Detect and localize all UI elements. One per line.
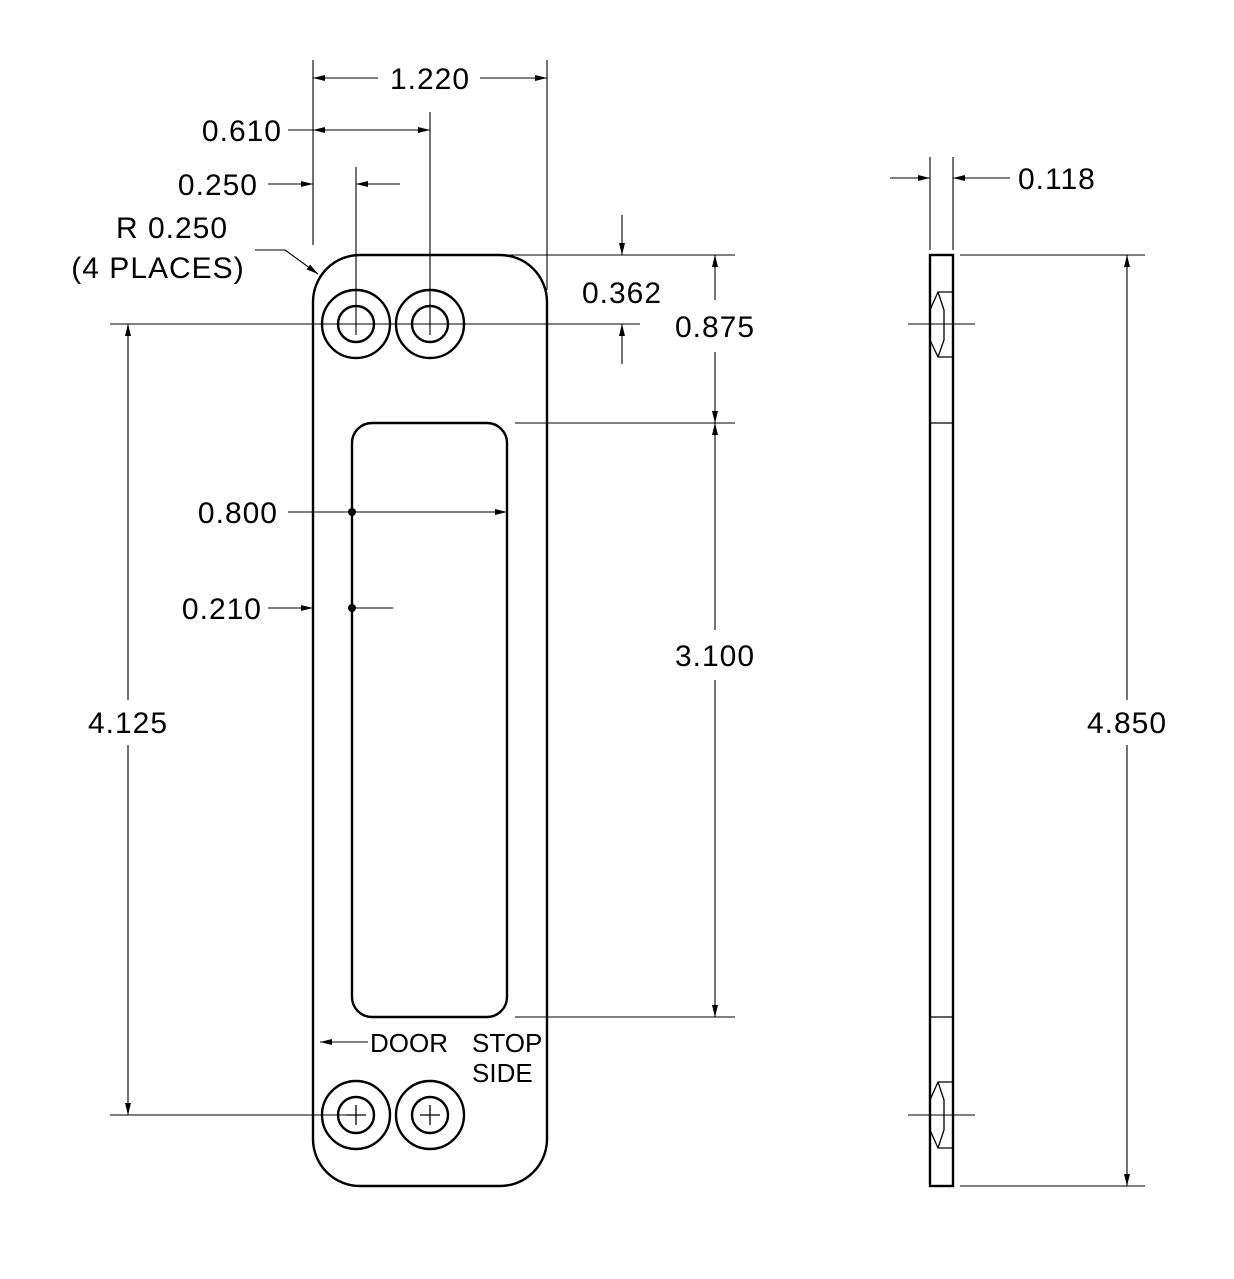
bottom-right-screw-hole (394, 1079, 466, 1151)
svg-text:0.118: 0.118 (1018, 163, 1096, 196)
side-profile (928, 253, 955, 1188)
dim-hole-edge-offset: 0.250 (178, 169, 400, 202)
front-view: 1.220 0.610 0.250 R 0.250 (4 PLACES) 0.3… (71, 60, 755, 1188)
svg-text:R 0.250: R 0.250 (116, 212, 228, 245)
dim-hole-to-hole: 4.125 (88, 324, 168, 1115)
svg-text:SIDE: SIDE (472, 1058, 533, 1088)
dim-cutout-length: 3.100 (675, 423, 755, 1017)
door-stop-side-label: DOOR STOP SIDE (320, 1028, 542, 1088)
dim-overall-length: 4.850 (1087, 255, 1167, 1186)
dim-hole-spacing: 0.610 (202, 115, 430, 148)
svg-text:4.125: 4.125 (88, 707, 168, 740)
svg-text:STOP: STOP (472, 1028, 542, 1058)
svg-text:0.875: 0.875 (675, 311, 755, 344)
svg-text:0.362: 0.362 (582, 277, 662, 310)
svg-text:0.800: 0.800 (198, 497, 278, 530)
dim-thickness: 0.118 (890, 163, 1096, 196)
svg-text:DOOR: DOOR (370, 1028, 448, 1058)
svg-text:3.100: 3.100 (675, 640, 755, 673)
strike-cutout (350, 421, 509, 1019)
svg-text:4.850: 4.850 (1087, 707, 1167, 740)
svg-text:0.250: 0.250 (178, 169, 258, 202)
svg-text:0.610: 0.610 (202, 115, 282, 148)
dim-top-to-hole: 0.362 (582, 215, 662, 364)
dim-overall-width: 1.220 (313, 63, 547, 96)
side-view: 0.118 4.850 (890, 157, 1167, 1188)
dim-cutout-offset: 0.210 (182, 593, 393, 626)
svg-text:1.220: 1.220 (390, 63, 470, 96)
svg-text:(4 PLACES): (4 PLACES) (71, 252, 244, 285)
side-countersink-top (908, 291, 975, 358)
dim-cutout-width: 0.800 (198, 497, 507, 530)
svg-text:0.210: 0.210 (182, 593, 262, 626)
dim-corner-radius: R 0.250 (4 PLACES) (71, 212, 319, 285)
side-countersink-bottom (908, 1081, 975, 1149)
dim-top-to-cutout: 0.875 (675, 255, 755, 423)
